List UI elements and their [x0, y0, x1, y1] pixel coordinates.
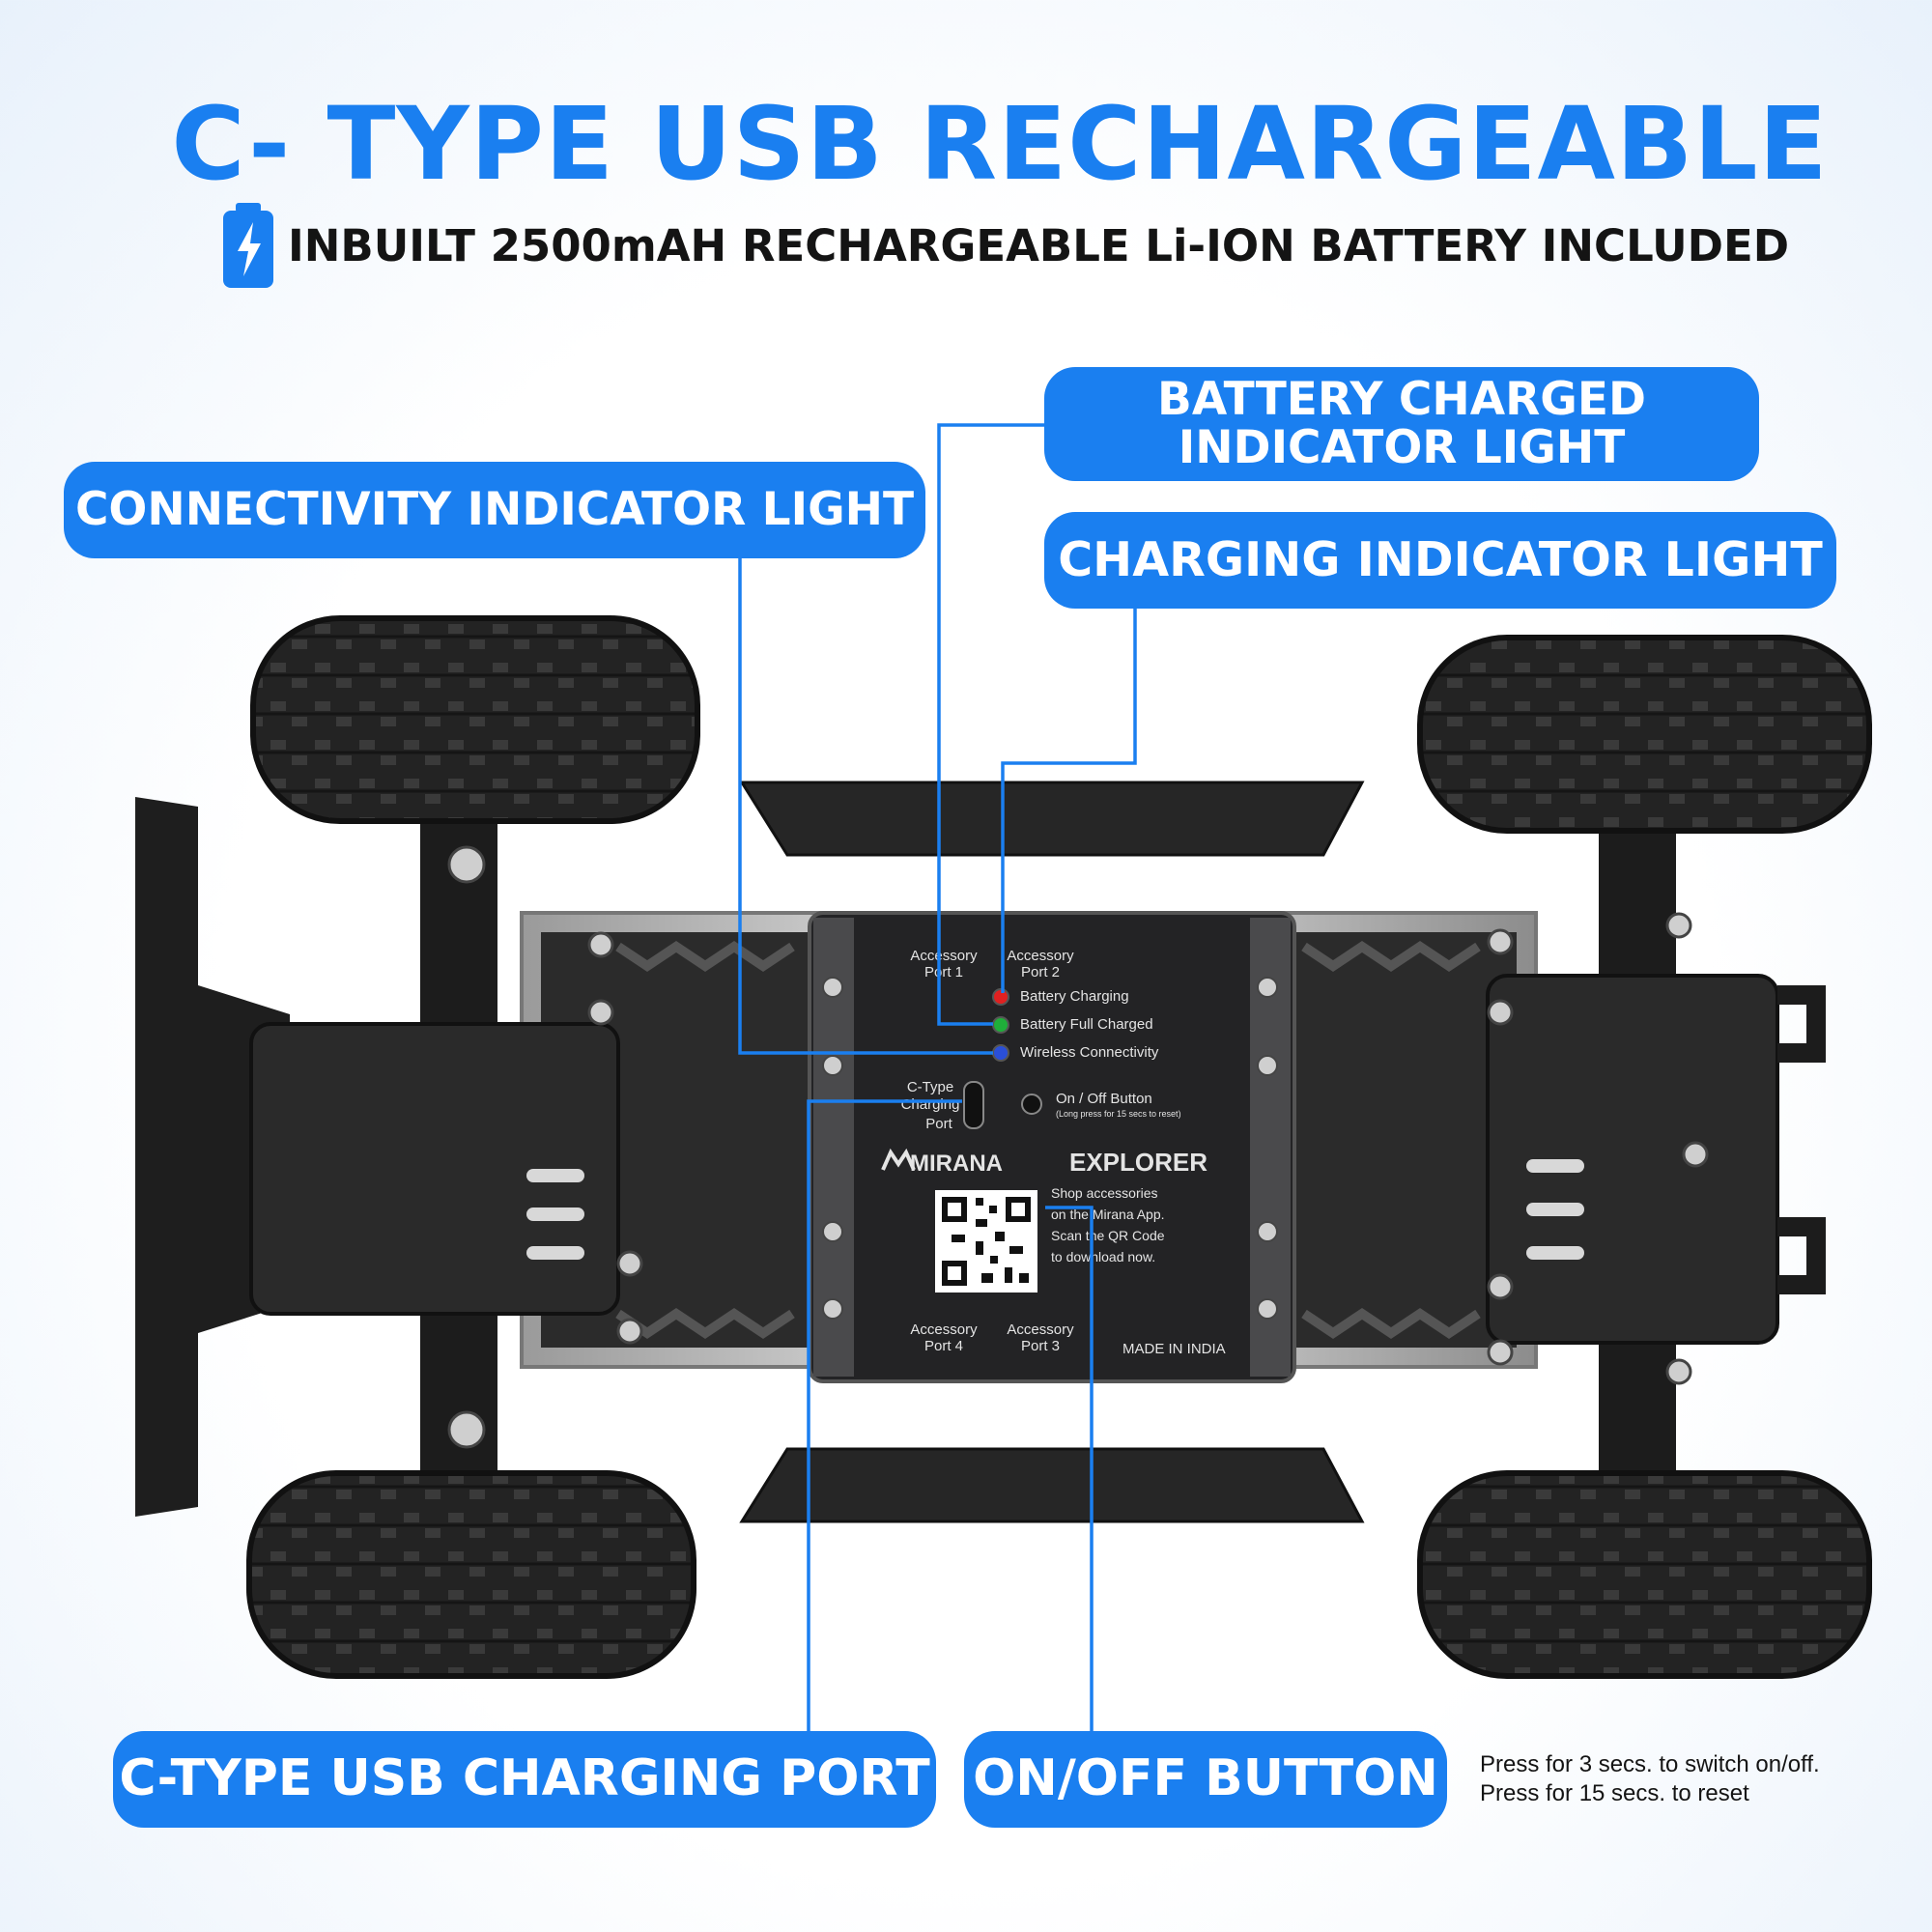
qr-code-icon [935, 1190, 1037, 1293]
wheel-rear-right [1417, 1470, 1872, 1679]
brand-logo: MIRANA [910, 1151, 1003, 1177]
callout-usb-charging-port: C-TYPE USB CHARGING PORT [113, 1731, 936, 1828]
svg-text:on the Mirana App.: on the Mirana App. [1051, 1207, 1165, 1222]
battery-charging-icon [223, 203, 273, 288]
screws [447, 845, 1709, 1449]
usb-c-port [963, 1081, 984, 1129]
on-off-button [1021, 1094, 1042, 1115]
callout-connectivity-indicator: CONNECTIVITY INDICATOR LIGHT [64, 462, 925, 558]
svg-text:Port 2: Port 2 [1021, 964, 1060, 980]
control-plate: Accessory Port 1 Accessory Port 2 Access… [808, 911, 1296, 1383]
callout-leader-lines [738, 423, 1137, 1731]
on-off-hint: (Long press for 15 secs to reset) [1056, 1109, 1181, 1119]
subtitle: INBUILT 2500mAH RECHARGEABLE Li-ION BATT… [288, 219, 1790, 271]
svg-text:Shop accessories: Shop accessories [1051, 1185, 1158, 1201]
svg-text:to download now.: to download now. [1051, 1249, 1155, 1264]
page-title: C- TYPE USB RECHARGEABLE [171, 85, 1829, 203]
led-battery-full-label: Battery Full Charged [1020, 1016, 1153, 1033]
wheel-front-right [246, 1470, 696, 1679]
rear-gearbox [1486, 974, 1779, 1345]
led-green [992, 1016, 1009, 1034]
front-gearbox [249, 1022, 620, 1316]
svg-text:Port 4: Port 4 [924, 1338, 963, 1354]
svg-text:Scan the QR Code: Scan the QR Code [1051, 1228, 1165, 1243]
led-red [992, 988, 1009, 1006]
svg-text:Port 1: Port 1 [924, 964, 963, 980]
accessory-port-1-label: Accessory [910, 948, 978, 964]
svg-text:Port: Port [925, 1116, 952, 1132]
callout-charging-indicator: CHARGING INDICATOR LIGHT [1044, 512, 1836, 609]
model-name: EXPLORER [1069, 1148, 1208, 1177]
svg-text:Charging: Charging [901, 1096, 960, 1113]
front-bumper [135, 797, 290, 1517]
usb-port-label: C-Type [907, 1079, 953, 1095]
on-off-note: Press for 3 secs. to switch on/off. Pres… [1480, 1751, 1820, 1806]
made-in-label: MADE IN INDIA [1122, 1341, 1226, 1357]
wheel-front-left [250, 615, 700, 824]
callout-battery-charged-indicator: BATTERY CHARGED INDICATOR LIGHT [1044, 367, 1759, 481]
accessory-port-2-label: Accessory [1007, 948, 1074, 964]
accessory-port-4-label: Accessory [910, 1321, 978, 1338]
callout-on-off-button: ON/OFF BUTTON [964, 1731, 1447, 1828]
suspension-springs [615, 940, 1481, 1340]
led-wireless-label: Wireless Connectivity [1020, 1044, 1159, 1061]
on-off-label: On / Off Button [1056, 1091, 1152, 1107]
led-blue [992, 1044, 1009, 1062]
svg-text:Port 3: Port 3 [1021, 1338, 1060, 1354]
wheel-rear-left [1417, 635, 1872, 834]
accessory-port-3-label: Accessory [1007, 1321, 1074, 1338]
led-battery-charging-label: Battery Charging [1020, 988, 1129, 1005]
subtitle-row: INBUILT 2500mAH RECHARGEABLE Li-ION BATT… [220, 199, 1789, 292]
